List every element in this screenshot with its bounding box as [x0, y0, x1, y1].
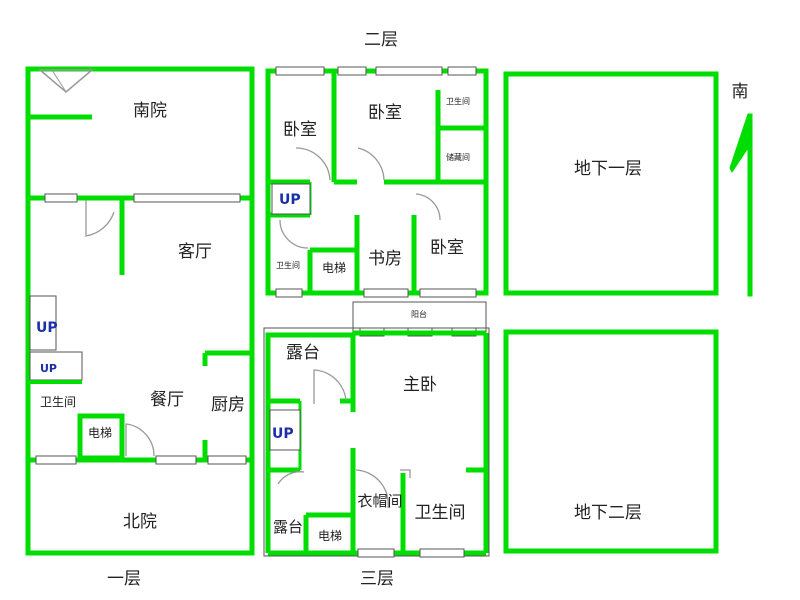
f2-window: [275, 288, 303, 298]
f1-window: [207, 455, 247, 465]
f2-bedroom-right-label: 卧室: [430, 238, 464, 258]
basement-2: 地下二层: [503, 329, 719, 554]
f3-terrace-bottom-label: 露台: [273, 518, 303, 536]
f2-storage-label: 储藏间: [446, 152, 470, 162]
f2-door: [279, 219, 309, 249]
f3-balcony-label: 阳台: [411, 309, 427, 319]
f2-window: [275, 66, 325, 76]
f1-north-yard-label: 北院: [123, 512, 157, 532]
f1-south-yard-label: 南院: [133, 101, 167, 121]
compass-label: 南: [732, 82, 749, 102]
f1-living-room-label: 客厅: [178, 242, 212, 262]
f1-gate-icon: [37, 69, 95, 93]
f2-door: [357, 147, 385, 181]
f2-bedroom-left-label: 卧室: [283, 120, 317, 140]
f3-window: [357, 548, 395, 558]
f1-stair-box: [29, 351, 83, 381]
f1-dining-room-label: 餐厅: [150, 390, 184, 410]
f3-door: [400, 469, 411, 478]
f2-window: [375, 66, 443, 76]
f1-kitchen-label: 厨房: [211, 395, 245, 415]
f3-cloakroom-label: 衣帽间: [357, 492, 402, 510]
f3-door: [277, 471, 305, 485]
f3-door: [355, 469, 389, 509]
b1-title: 地下一层: [574, 159, 642, 179]
b2-outer-wall: [503, 329, 719, 554]
f2-elevator-label: 电梯: [322, 261, 346, 275]
b1-outer-wall: [503, 71, 719, 296]
f1-gate-line: [51, 69, 67, 93]
f1-title: 一层: [107, 569, 141, 589]
f3-stair-box: [269, 409, 301, 451]
f2-bathroom-left-label: 卫生间: [276, 260, 300, 270]
f1-door: [125, 423, 155, 457]
f1-window: [35, 455, 77, 465]
f2-study-label: 书房: [368, 249, 402, 269]
f1-stair-box: [29, 295, 57, 351]
floor-3: 阳台 UP 露台 主卧 露台 电梯: [263, 301, 490, 589]
floor-2: 二层 UP 卧室 卧室 卫生间 储藏间 卫: [265, 30, 489, 298]
f2-stair-up-label: UP: [279, 192, 301, 208]
f1-bathroom-label: 卫生间: [40, 395, 76, 409]
f1-outer-wall: [25, 66, 255, 556]
compass: 南: [729, 82, 753, 297]
f2-window: [337, 66, 367, 76]
f3-bathroom-label: 卫生间: [415, 503, 466, 523]
north-arrow-icon: [729, 113, 753, 297]
f3-wall: [265, 332, 356, 412]
f2-door: [415, 193, 441, 221]
f1-stair-up-label: UP: [36, 320, 58, 336]
b2-title: 地下二层: [574, 503, 642, 523]
f2-window: [363, 288, 409, 298]
f1-stair-down-label: UP: [40, 362, 57, 375]
f2-stair-box: [271, 183, 311, 215]
f1-elevator-label: 电梯: [88, 426, 112, 440]
f2-door: [295, 147, 331, 181]
floor-1: 南院 客厅 餐厅 厨房 卫生间 电梯 北院 UP UP 一层: [25, 66, 255, 589]
f2-window: [447, 66, 477, 76]
f3-title: 三层: [360, 569, 394, 589]
f1-window: [44, 193, 78, 203]
f2-window: [419, 288, 477, 298]
f3-terrace-top-label: 露台: [286, 343, 320, 363]
f3-elevator-label: 电梯: [318, 529, 342, 543]
f1-window: [155, 455, 197, 465]
f3-window: [419, 548, 465, 558]
f3-master-bedroom-label: 主卧: [403, 375, 437, 395]
basement-1: 地下一层: [503, 71, 719, 296]
f3-stair-up-label: UP: [272, 426, 294, 442]
f2-bedroom-top-label: 卧室: [368, 103, 402, 123]
f1-door: [85, 200, 115, 237]
f3-door: [313, 369, 347, 404]
f1-window: [133, 193, 241, 203]
f2-bathroom-small-label: 卫生间: [446, 96, 470, 106]
f2-title: 二层: [364, 30, 398, 50]
